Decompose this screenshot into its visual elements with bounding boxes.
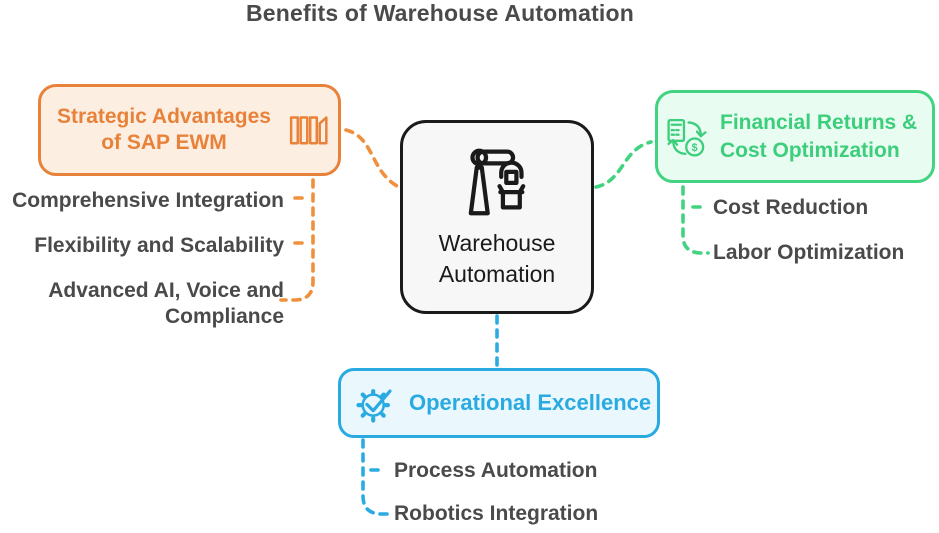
svg-text:$: $ [692,141,698,153]
item-advanced-ai-voice-compliance: Advanced AI, Voice and Compliance [48,279,284,329]
connector-operational-items [361,438,390,516]
connector-strategic-items [279,178,315,302]
warehouse-racking-icon [289,116,328,145]
item-flexibility-scalability: Flexibility and Scalability [34,234,284,257]
connector-financial-items [681,185,710,255]
node-financial-returns: $ Financial Returns & Cost Optimization [655,90,935,183]
node-center-label: Warehouse Automation [438,229,556,287]
node-operational-excellence: Operational Excellence [338,368,660,438]
page-title: Benefits of Warehouse Automation [245,0,635,26]
connector-strategic-to-center [344,128,399,188]
node-warehouse-automation: Warehouse Automation [400,120,594,314]
item-process-automation: Process Automation [394,459,598,482]
node-strategic-label: Strategic Advantages of SAP EWM [57,104,271,154]
item-comprehensive-integration: Comprehensive Integration [12,189,284,212]
node-financial-label: Financial Returns & Cost Optimization [720,111,918,162]
robot-arm-icon [468,148,526,216]
connector-center-to-financial [594,140,653,189]
gear-check-icon [356,389,392,423]
item-labor-optimization: Labor Optimization [713,241,905,264]
money-cycle-icon: $ [667,118,707,157]
node-operational-label: Operational Excellence [409,390,652,415]
node-strategic-advantages: Strategic Advantages of SAP EWM [38,84,341,176]
item-robotics-integration: Robotics Integration [394,502,599,525]
item-cost-reduction: Cost Reduction [713,196,869,219]
